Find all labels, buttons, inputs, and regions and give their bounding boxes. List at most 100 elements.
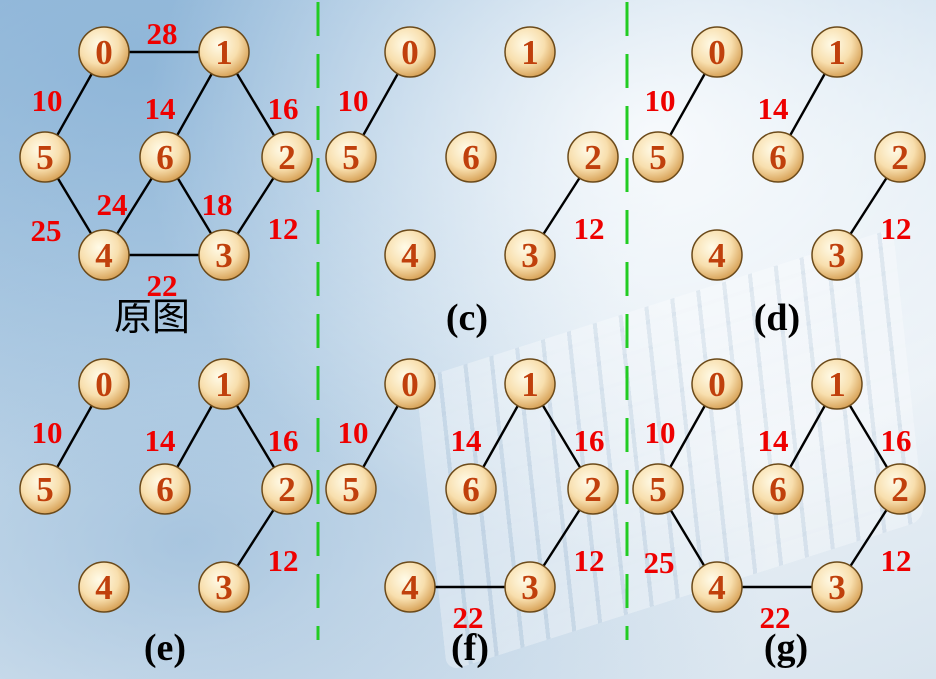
node-circle <box>752 131 804 183</box>
node-1: 1 <box>198 358 250 410</box>
edge-weight-label: 10 <box>32 415 63 450</box>
edge-weight-label: 14 <box>758 423 789 458</box>
node-0: 0 <box>384 358 436 410</box>
node-circle <box>691 26 743 78</box>
node-circle <box>78 561 130 613</box>
node-circle <box>874 131 926 183</box>
node-4: 4 <box>691 561 743 613</box>
node-4: 4 <box>691 229 743 281</box>
node-circle <box>261 463 313 515</box>
node-label: 5 <box>342 470 360 509</box>
panel-caption: (g) <box>764 627 808 669</box>
node-5: 5 <box>19 131 71 183</box>
edge-weight-label: 12 <box>881 543 912 578</box>
edge-weight-label: 24 <box>97 187 128 222</box>
edge-weight-label: 14 <box>145 423 176 458</box>
node-2: 2 <box>261 463 313 515</box>
node-3: 3 <box>198 561 250 613</box>
node-label: 6 <box>769 470 787 509</box>
panel-caption: (f) <box>451 627 489 669</box>
node-circle <box>384 358 436 410</box>
node-label: 4 <box>708 568 726 607</box>
node-circle <box>78 26 130 78</box>
node-circle <box>261 131 313 183</box>
node-label: 2 <box>584 138 602 177</box>
edge-weight-label: 10 <box>338 415 369 450</box>
node-3: 3 <box>504 229 556 281</box>
node-circle <box>445 131 497 183</box>
node-label: 2 <box>584 470 602 509</box>
node-label: 5 <box>342 138 360 177</box>
node-6: 6 <box>445 463 497 515</box>
node-label: 0 <box>95 33 113 72</box>
node-4: 4 <box>384 561 436 613</box>
node-label: 3 <box>521 568 539 607</box>
node-circle <box>567 131 619 183</box>
edge-weight-label: 10 <box>645 415 676 450</box>
edge-weight-label: 12 <box>268 543 299 578</box>
node-label: 1 <box>215 33 233 72</box>
edge-weight-label: 25 <box>31 213 62 248</box>
node-circle <box>384 561 436 613</box>
node-circle <box>811 561 863 613</box>
node-label: 3 <box>828 236 846 275</box>
node-6: 6 <box>752 463 804 515</box>
node-circle <box>198 358 250 410</box>
node-label: 6 <box>462 470 480 509</box>
node-1: 1 <box>504 26 556 78</box>
edge-weight-label: 16 <box>881 423 912 458</box>
node-circle <box>384 229 436 281</box>
node-circle <box>198 26 250 78</box>
node-circle <box>504 358 556 410</box>
node-0: 0 <box>691 26 743 78</box>
node-label: 3 <box>521 236 539 275</box>
node-label: 5 <box>649 470 667 509</box>
node-label: 1 <box>828 33 846 72</box>
node-label: 2 <box>891 470 909 509</box>
node-circle <box>811 229 863 281</box>
panel-caption: (c) <box>446 297 488 339</box>
node-circle <box>139 463 191 515</box>
node-3: 3 <box>504 561 556 613</box>
node-label: 6 <box>769 138 787 177</box>
node-label: 0 <box>708 365 726 404</box>
edge-weight-label: 22 <box>453 600 484 635</box>
node-2: 2 <box>567 131 619 183</box>
edge-weight-label: 12 <box>574 543 605 578</box>
node-circle <box>811 358 863 410</box>
node-3: 3 <box>198 229 250 281</box>
edge-weight-label: 10 <box>645 83 676 118</box>
node-circle <box>198 561 250 613</box>
node-circle <box>78 358 130 410</box>
edge-weight-label: 12 <box>268 211 299 246</box>
node-circle <box>691 229 743 281</box>
node-0: 0 <box>78 26 130 78</box>
node-circle <box>19 131 71 183</box>
node-1: 1 <box>198 26 250 78</box>
node-4: 4 <box>384 229 436 281</box>
node-4: 4 <box>78 561 130 613</box>
node-circle <box>504 229 556 281</box>
node-circle <box>504 26 556 78</box>
edge-weight-label: 14 <box>145 91 176 126</box>
panel-caption: (e) <box>144 627 186 669</box>
node-6: 6 <box>139 131 191 183</box>
node-label: 0 <box>95 365 113 404</box>
edge-weight-label: 28 <box>147 16 178 51</box>
edge-weight-label: 25 <box>644 545 675 580</box>
node-circle <box>567 463 619 515</box>
node-label: 1 <box>521 365 539 404</box>
node-label: 5 <box>36 138 54 177</box>
node-5: 5 <box>325 131 377 183</box>
node-label: 1 <box>215 365 233 404</box>
node-label: 4 <box>95 236 113 275</box>
edge-weight-label: 14 <box>758 91 789 126</box>
panel-caption: 原图 <box>114 295 190 339</box>
edge-weight-label: 18 <box>202 187 233 222</box>
